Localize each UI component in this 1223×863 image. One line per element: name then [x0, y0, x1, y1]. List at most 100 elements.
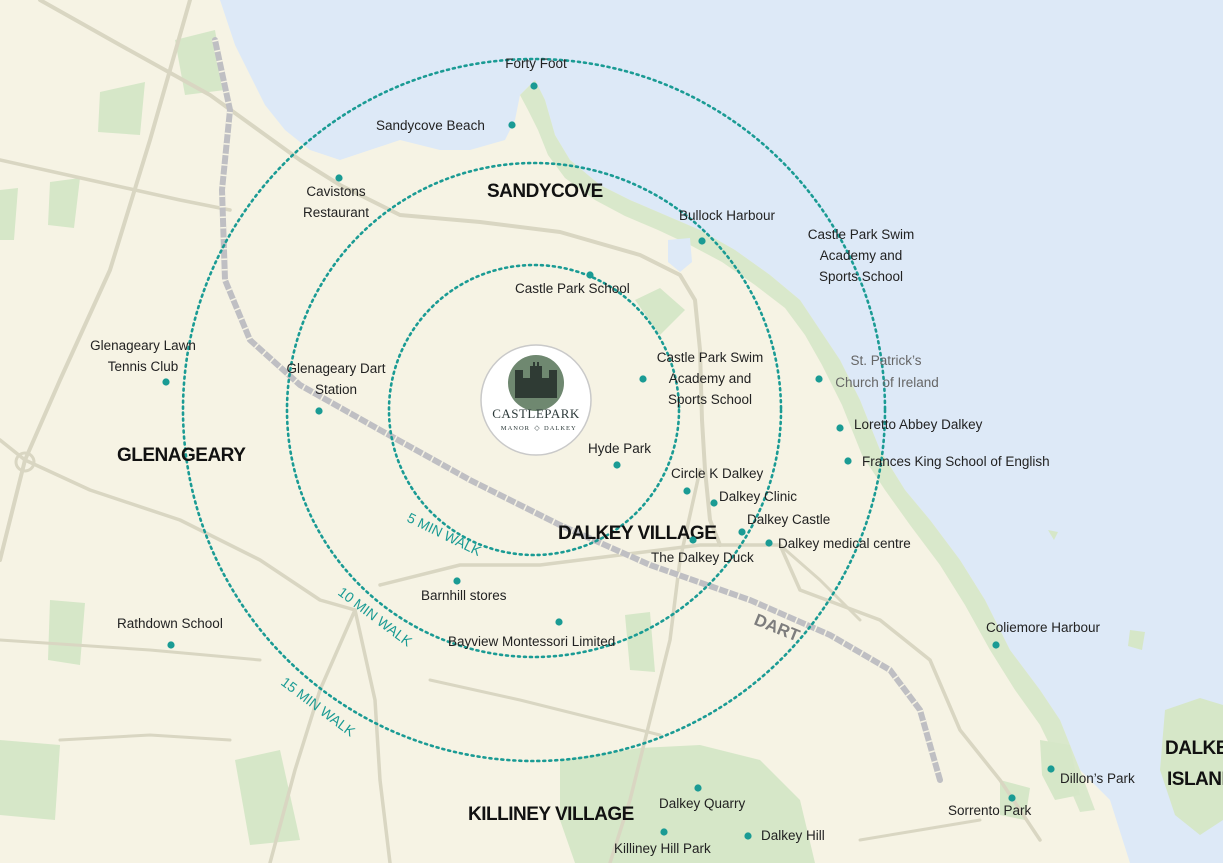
- park: [175, 30, 225, 95]
- poi-label-st-patricks-line2[interactable]: Church of Ireland: [835, 375, 939, 390]
- poi-marker-killiney-hill[interactable]: [660, 828, 668, 836]
- area-dalkey-village: DALKEY VILLAGE: [558, 523, 716, 544]
- poi-marker-bayview[interactable]: [555, 618, 563, 626]
- road: [58, 733, 232, 742]
- poi-label-dalkey-castle[interactable]: Dalkey Castle: [747, 512, 830, 527]
- poi-marker-coliemore[interactable]: [992, 641, 1000, 649]
- poi-marker-sandycove-beach[interactable]: [508, 121, 516, 129]
- poi-label-frances-king[interactable]: Frances King School of English: [862, 454, 1050, 469]
- walk-ring-5-min: [387, 263, 681, 557]
- poi-label-hyde-park[interactable]: Hyde Park: [588, 441, 651, 456]
- logo-name: CASTLEPARK: [492, 406, 580, 421]
- poi-marker-frances-king[interactable]: [844, 457, 852, 465]
- poi-marker-glenageary-lawn[interactable]: [162, 378, 170, 386]
- poi-marker-swim-academy[interactable]: [639, 375, 647, 383]
- poi-marker-rathdown[interactable]: [167, 641, 175, 649]
- dillons-park-green: [1040, 740, 1080, 800]
- poi-label-glenageary-lawn-line2[interactable]: Tennis Club: [108, 359, 179, 374]
- road: [38, 0, 722, 547]
- poi-label-swim-top-line2[interactable]: Academy and: [820, 248, 903, 263]
- poi-label-dalkey-duck[interactable]: The Dalkey Duck: [651, 550, 754, 565]
- poi-marker-dillons[interactable]: [1047, 765, 1055, 773]
- logo-sub-divider-icon: ◇: [534, 424, 540, 432]
- road: [353, 608, 392, 863]
- poi-label-loretto[interactable]: Loretto Abbey Dalkey: [854, 417, 983, 432]
- poi-marker-loretto[interactable]: [836, 424, 844, 432]
- poi-marker-dalkey-hill[interactable]: [744, 832, 752, 840]
- road: [268, 608, 357, 863]
- poi-label-barnhill[interactable]: Barnhill stores: [421, 588, 507, 603]
- poi-marker-hyde-park[interactable]: [613, 461, 621, 469]
- logo-sub-right: DALKEY: [544, 425, 577, 432]
- killiney-hill-park: [560, 745, 815, 863]
- poi-marker-castle-park-school[interactable]: [586, 271, 594, 279]
- poi-label-dalkey-quarry[interactable]: Dalkey Quarry: [659, 796, 746, 811]
- logo-sub-left: MANOR: [501, 425, 530, 432]
- road: [858, 818, 982, 842]
- poi-label-dalkey-medical[interactable]: Dalkey medical centre: [778, 536, 911, 551]
- poi-label-dalkey-hill[interactable]: Dalkey Hill: [761, 828, 825, 843]
- poi-marker-circle-k[interactable]: [683, 487, 691, 495]
- poi-marker-dalkey-duck[interactable]: [689, 536, 697, 544]
- poi-label-swim-mid-line2[interactable]: Academy and: [669, 371, 752, 386]
- poi-marker-bullock-harbour[interactable]: [698, 237, 706, 245]
- road: [0, 0, 192, 562]
- poi-label-rathdown[interactable]: Rathdown School: [117, 616, 223, 631]
- poi-label-glenageary-dart[interactable]: Glenageary Dart: [286, 361, 385, 376]
- park: [0, 740, 60, 820]
- poi-label-cavistons[interactable]: Cavistons: [306, 184, 366, 199]
- poi-marker-glenageary-dart[interactable]: [315, 407, 323, 415]
- area-dalkey-island-line2: ISLAND: [1167, 769, 1223, 790]
- bullock-pond: [668, 238, 692, 272]
- park: [235, 750, 300, 845]
- poi-label-dalkey-clinic[interactable]: Dalkey Clinic: [719, 489, 797, 504]
- poi-marker-barnhill[interactable]: [453, 577, 461, 585]
- area-dalkey-island: DALKEY: [1165, 738, 1223, 759]
- poi-label-castle-park-school[interactable]: Castle Park School: [515, 281, 630, 296]
- poi-marker-dalkey-quarry[interactable]: [694, 784, 702, 792]
- island-rock-2: [1048, 530, 1058, 540]
- poi-label-bayview[interactable]: Bayview Montessori Limited: [448, 634, 615, 649]
- road: [0, 438, 357, 612]
- area-sandycove: SANDYCOVE: [487, 181, 603, 202]
- poi-marker-sorrento[interactable]: [1008, 794, 1016, 802]
- poi-label-glenageary-lawn[interactable]: Glenageary Lawn: [90, 338, 196, 353]
- poi-marker-dalkey-clinic[interactable]: [710, 499, 718, 507]
- poi-label-circle-k[interactable]: Circle K Dalkey: [671, 466, 764, 481]
- roundabout: [14, 451, 36, 473]
- poi-label-bullock-harbour[interactable]: Bullock Harbour: [679, 208, 776, 223]
- sea: [220, 0, 1223, 863]
- poi-label-coliemore[interactable]: Coliemore Harbour: [986, 620, 1101, 635]
- poi-label-cavistons-line2[interactable]: Restaurant: [303, 205, 369, 220]
- road: [778, 543, 862, 622]
- castlepark-logo[interactable]: CASTLEPARK MANOR ◇ DALKEY: [480, 344, 592, 456]
- poi-label-swim-mid[interactable]: Castle Park Swim: [657, 350, 764, 365]
- poi-label-swim-top-line3[interactable]: Sports School: [819, 269, 903, 284]
- road: [378, 543, 1042, 842]
- poi-label-swim-mid-line3[interactable]: Sports School: [668, 392, 752, 407]
- poi-label-swim-top[interactable]: Castle Park Swim: [808, 227, 915, 242]
- poi-marker-st-patricks[interactable]: [815, 375, 823, 383]
- poi-marker-cavistons[interactable]: [335, 174, 343, 182]
- poi-marker-forty-foot[interactable]: [530, 82, 538, 90]
- road: [608, 468, 702, 863]
- dalkey-island: [1160, 698, 1223, 835]
- castle-icon: [515, 362, 557, 398]
- park: [625, 612, 655, 672]
- poi-label-dillons[interactable]: Dillon’s Park: [1060, 771, 1135, 786]
- poi-label-st-patricks[interactable]: St. Patrick’s: [850, 353, 921, 368]
- poi-marker-dalkey-medical[interactable]: [765, 539, 773, 547]
- poi-label-sandycove-beach[interactable]: Sandycove Beach: [376, 118, 485, 133]
- walk-ring-10-min: [285, 161, 783, 659]
- poi-label-forty-foot[interactable]: Forty Foot: [505, 56, 567, 71]
- poi-label-killiney-hill[interactable]: Killiney Hill Park: [614, 841, 711, 856]
- poi-label-glenageary-dart-line2[interactable]: Station: [315, 382, 357, 397]
- area-killiney-village: KILLINEY VILLAGE: [468, 804, 634, 825]
- poi-marker-dalkey-castle[interactable]: [738, 528, 746, 536]
- road: [428, 678, 662, 737]
- park: [98, 82, 145, 135]
- island-rock-1: [1128, 630, 1145, 650]
- park: [48, 600, 85, 665]
- poi-label-sorrento[interactable]: Sorrento Park: [948, 803, 1032, 818]
- park: [48, 178, 80, 228]
